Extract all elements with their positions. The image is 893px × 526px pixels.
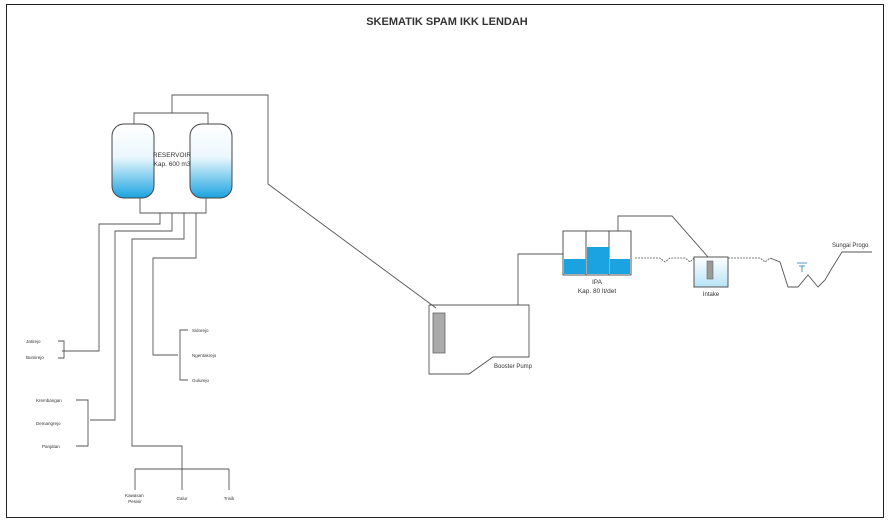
- branch-pesisir: Pesisir: [128, 499, 142, 504]
- ipa-name: IPA: [592, 279, 603, 286]
- branch-panjatan: Panjatan: [42, 444, 60, 449]
- branch-kawasan-pesisir: Kawasan Pesisir: [125, 493, 145, 504]
- branch-bumirejo: Bumirejo: [26, 355, 44, 360]
- branch-kawasan: Kawasan: [125, 493, 144, 498]
- branch-trisik: Trisik: [224, 496, 235, 501]
- diagram-title: SKEMATIK SPAM IKK LENDAH: [366, 16, 528, 28]
- branch-demangrejo: Demangrejo: [36, 421, 61, 426]
- branch-krembangan: Krembangan: [36, 398, 62, 403]
- intake-label: Intake: [703, 292, 720, 298]
- reservoir-tank-right: [189, 123, 233, 199]
- ipa-unit: [562, 230, 632, 276]
- pipes: [58, 94, 709, 490]
- reservoir-name: RESERVOIR: [153, 152, 191, 159]
- booster-pump-label: Booster Pump: [494, 364, 533, 370]
- intake-structure: [635, 256, 771, 288]
- diagram-frame: [6, 4, 884, 518]
- reservoir-tanks: [111, 123, 233, 199]
- branch-sidorejo: Sidorejo: [192, 328, 209, 333]
- reservoir-capacity: Kap. 600 m3: [154, 161, 191, 168]
- reservoir-tank-left: [111, 123, 155, 199]
- branch-ngentakrejo: Ngentakrejo: [192, 353, 217, 358]
- ipa-capacity: Kap. 80 lt/det: [578, 288, 616, 295]
- river-bank: [769, 251, 872, 288]
- booster-pump: [428, 304, 530, 375]
- branch-galur: Galur: [176, 496, 188, 501]
- booster-pump-unit: [432, 312, 446, 354]
- river-label: Sungai Progo: [832, 243, 869, 249]
- branch-gulurejo: Gulurejo: [192, 378, 210, 383]
- branch-jatirejo: Jatirejo: [26, 339, 41, 344]
- water-level-icon: [797, 262, 807, 272]
